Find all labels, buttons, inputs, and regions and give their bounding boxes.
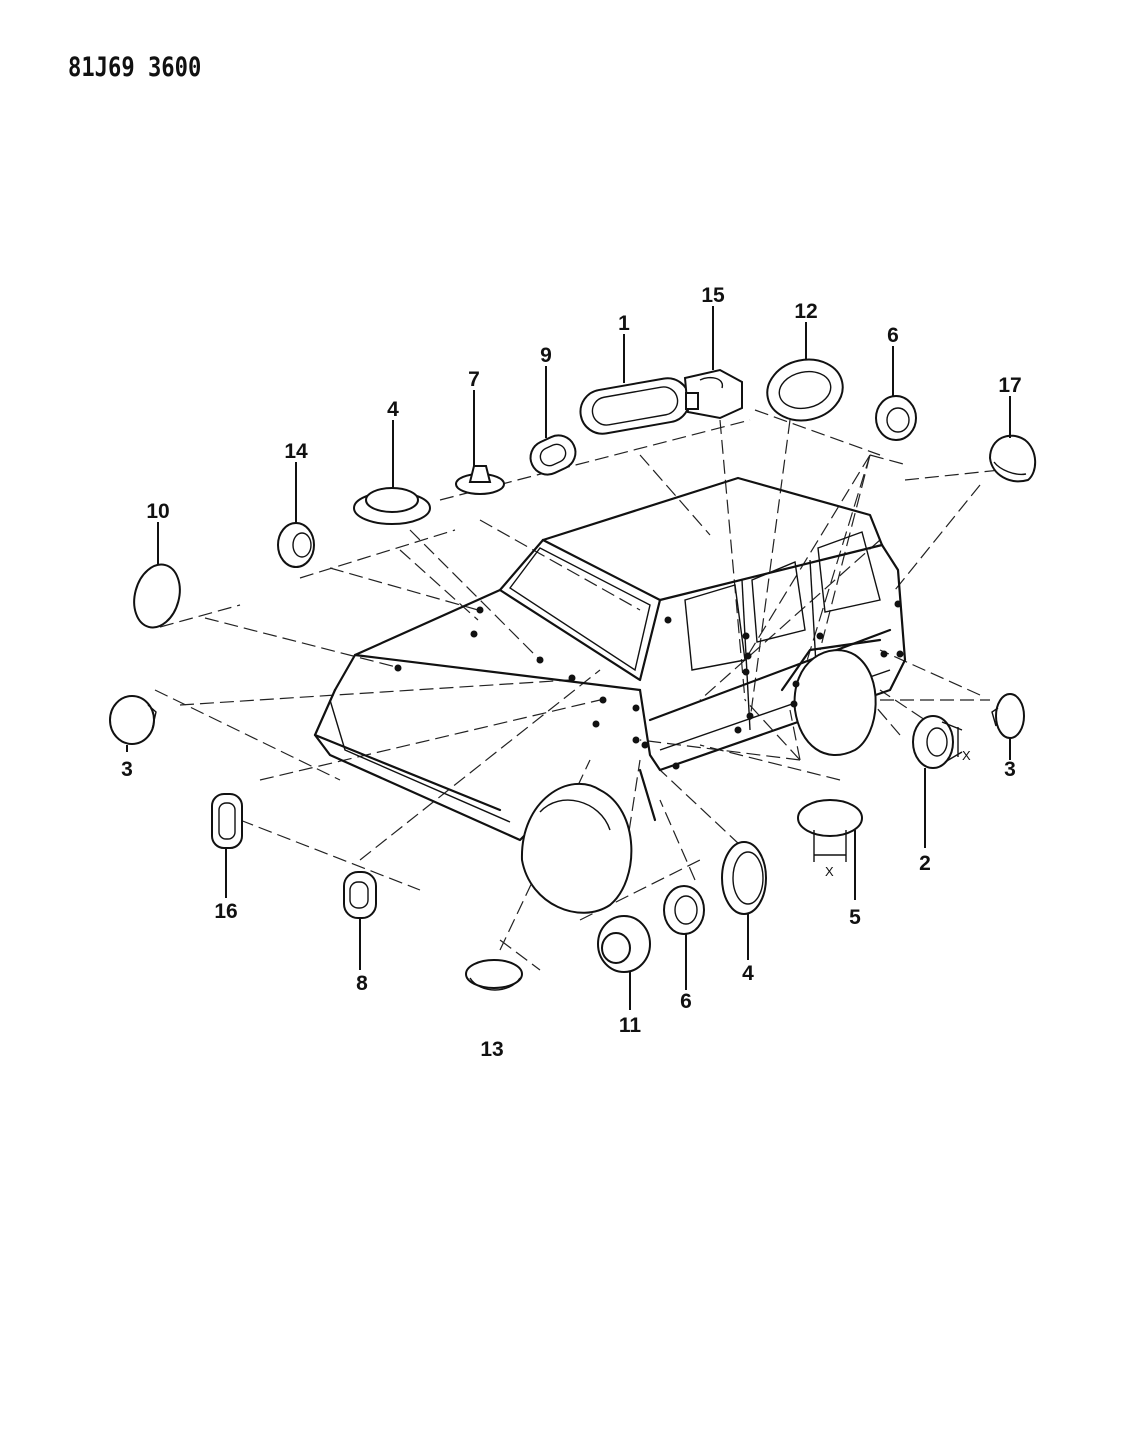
callout-2: 2 <box>919 852 931 875</box>
dimension-x-label: X <box>962 748 971 763</box>
callout-11: 11 <box>619 1014 642 1037</box>
part-6-top-grommet <box>875 395 917 441</box>
callout-7: 7 <box>468 368 480 391</box>
dimension-x-label: X <box>825 864 834 879</box>
callout-5: 5 <box>849 906 861 929</box>
part-6-bottom-grommet <box>663 885 705 935</box>
callout-17: 17 <box>998 374 1021 397</box>
part-3-left-cap <box>109 695 157 745</box>
part-3-right-cap <box>991 693 1025 739</box>
callout-numbers: 1 15 12 6 17 9 7 4 14 10 3 3 2 16 5 8 4 … <box>121 284 1022 1061</box>
part-11-stepped-plug <box>597 915 651 973</box>
part-12-oval-grommet <box>766 358 844 422</box>
part-16-rect-grommet <box>211 793 243 849</box>
callout-6-bottom: 6 <box>680 990 692 1013</box>
callout-12: 12 <box>794 300 817 323</box>
callout-leaders <box>126 306 1011 1010</box>
part-4-bottom-plug <box>721 841 767 915</box>
callout-8: 8 <box>356 972 368 995</box>
part-1-oval-plug <box>579 377 691 435</box>
part-5-mushroom-plug <box>797 799 863 862</box>
part-14-grommet <box>277 522 315 568</box>
diagram-code: 81J69 3600 <box>68 52 202 83</box>
part-15-block-grommet <box>683 368 743 420</box>
vehicle-body <box>313 476 907 914</box>
callout-3-left: 3 <box>121 758 133 781</box>
callout-13: 13 <box>480 1038 503 1061</box>
callout-10: 10 <box>146 500 169 523</box>
callout-3-right: 3 <box>1004 758 1016 781</box>
location-dots <box>394 600 904 770</box>
callout-4-bottom: 4 <box>742 962 754 985</box>
part-13-cap <box>465 959 523 991</box>
part-10-disc <box>133 563 181 629</box>
callout-16: 16 <box>214 900 237 923</box>
part-9-small-oval <box>529 434 577 476</box>
callout-4-top: 4 <box>387 398 399 421</box>
part-8-small-grommet <box>343 871 377 919</box>
callout-6-top: 6 <box>887 324 899 347</box>
part-4-top-plug <box>353 487 431 525</box>
callout-9: 9 <box>540 344 552 367</box>
callout-15: 15 <box>701 284 725 307</box>
part-2-grommet <box>912 715 963 769</box>
part-7-push-pin <box>455 465 505 495</box>
callout-14: 14 <box>284 440 308 463</box>
part-17-dome-cap <box>988 434 1037 483</box>
callout-1: 1 <box>618 312 630 335</box>
